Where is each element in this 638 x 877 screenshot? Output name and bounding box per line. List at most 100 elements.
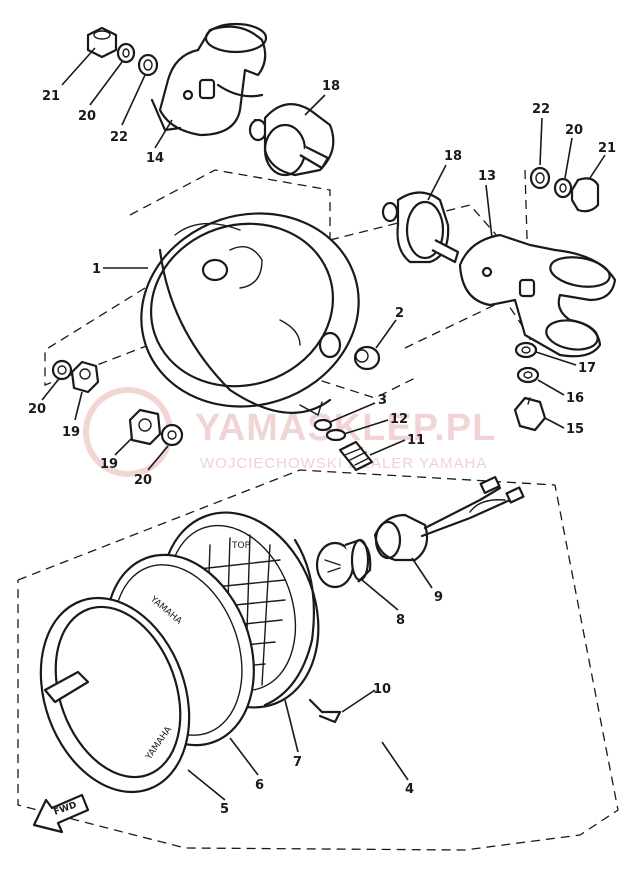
callout-3: 3 (378, 393, 387, 408)
bracket-right-hole (481, 266, 493, 278)
callout-20-top-right: 20 (565, 123, 583, 138)
leader-20d (147, 445, 169, 471)
callout-6: 6 (255, 778, 264, 793)
hardware-right-bolt (513, 341, 547, 432)
damper-left-bolt (299, 146, 330, 170)
headlight-housing (140, 212, 360, 416)
callout-14: 14 (146, 151, 164, 166)
callout-21-top-right: 21 (598, 141, 616, 156)
callout-18-right: 18 (444, 149, 462, 164)
guide-upper-left (129, 169, 331, 240)
housing-adjust-tab (299, 401, 323, 416)
housing-inner-ridge (174, 222, 241, 236)
leader-lines (41, 47, 606, 801)
watermark-sub-text: WOJCIECHOWSKI DEALER YAMAHA (200, 455, 487, 472)
callout-5: 5 (220, 802, 229, 817)
washer-20-top-right-hole (559, 183, 567, 193)
bracket-right-lower-ring (545, 319, 599, 351)
damper-left-nub (248, 118, 268, 142)
housing-boss-back (229, 246, 263, 289)
leader-7 (284, 699, 299, 753)
callout-2: 2 (395, 306, 404, 321)
washer-16-hole (523, 371, 533, 379)
leader-20b (564, 137, 573, 179)
bulb-socket-9 (373, 475, 525, 562)
damper-18-left (248, 102, 335, 177)
callout-9: 9 (434, 590, 443, 605)
clip-10-body (308, 698, 342, 724)
washer-20-left-upper (51, 359, 73, 381)
reflector-back (263, 538, 316, 707)
leader-13 (485, 184, 493, 239)
nut-19-left-upper (70, 360, 100, 394)
socket-wire-c (469, 499, 506, 513)
washer-20-left-upper-hole (57, 365, 67, 375)
bolt-15-head (513, 396, 547, 432)
adjust-screw-stack (313, 418, 374, 472)
damper-right-bolt (431, 239, 460, 264)
housing-mount-hole-right (318, 331, 342, 359)
washer-12 (325, 428, 347, 442)
guide-headlight-unit (17, 469, 619, 851)
callout-22-top-right: 22 (532, 102, 550, 117)
guide-left-mount (44, 287, 176, 386)
housing-inner-rim (149, 222, 335, 388)
washer-22-top-right (529, 166, 551, 190)
rim-outer (39, 596, 191, 794)
callout-7: 7 (293, 755, 302, 770)
nut-19-left-lower (128, 408, 162, 446)
bracket-right-upper-ring (549, 256, 611, 288)
washer-20-left-lower-hole (167, 430, 177, 440)
collar-2 (353, 345, 381, 371)
leader-6 (229, 737, 259, 776)
leader-10 (341, 689, 376, 713)
nut-19-left-upper-hole (79, 368, 91, 380)
damper-right-face (405, 200, 445, 260)
housing-inner-shadow (279, 319, 301, 346)
leader-20c (41, 379, 59, 401)
leader-18b (427, 164, 447, 201)
washer-17-hole (521, 346, 531, 354)
leader-20a (89, 61, 123, 106)
callout-18-left: 18 (322, 79, 340, 94)
bracket-left-nut (198, 78, 216, 100)
callout-20-left-lower: 20 (134, 473, 152, 488)
bulb-8 (315, 538, 372, 589)
leader-21b (589, 154, 606, 179)
callout-19-left-upper: 19 (62, 425, 80, 440)
housing-bowl-curve (158, 248, 332, 414)
bracket-right-nut (518, 278, 536, 298)
callout-20-left-upper: 20 (28, 402, 46, 417)
leader-22b (539, 117, 543, 166)
callout-20-top-left: 20 (78, 109, 96, 124)
callout-16: 16 (566, 391, 584, 406)
screw-11 (338, 440, 374, 472)
washer-20-left-lower (160, 423, 184, 447)
callout-21-top-left: 21 (42, 89, 60, 104)
bracket-left (150, 22, 268, 137)
fwd-indicator: FWD (32, 793, 90, 834)
leader-15 (544, 417, 565, 429)
leader-2 (375, 319, 397, 349)
clip-10 (308, 698, 342, 724)
cap-nut-21-top-right (570, 177, 600, 213)
socket-wire-a (423, 486, 502, 530)
damper-right-nub (381, 201, 399, 223)
callout-10: 10 (373, 682, 391, 697)
bulb-flange (350, 538, 370, 582)
washer-16 (516, 366, 540, 384)
hardware-top-right (529, 166, 600, 213)
leader-8 (361, 579, 399, 611)
bolt-15-shank (527, 397, 531, 405)
lens-top-mark: TOP (231, 541, 251, 551)
connector-a (479, 475, 501, 495)
housing-mount-hole-left (201, 258, 229, 282)
nut-19-left-lower-hole (138, 418, 152, 432)
washer-22-top-right-hole (535, 172, 545, 184)
callout-19-left-lower: 19 (100, 457, 118, 472)
socket-body (373, 513, 429, 562)
callout-15: 15 (566, 422, 584, 437)
leader-4 (381, 741, 409, 781)
washer-20-top-right (553, 177, 573, 199)
